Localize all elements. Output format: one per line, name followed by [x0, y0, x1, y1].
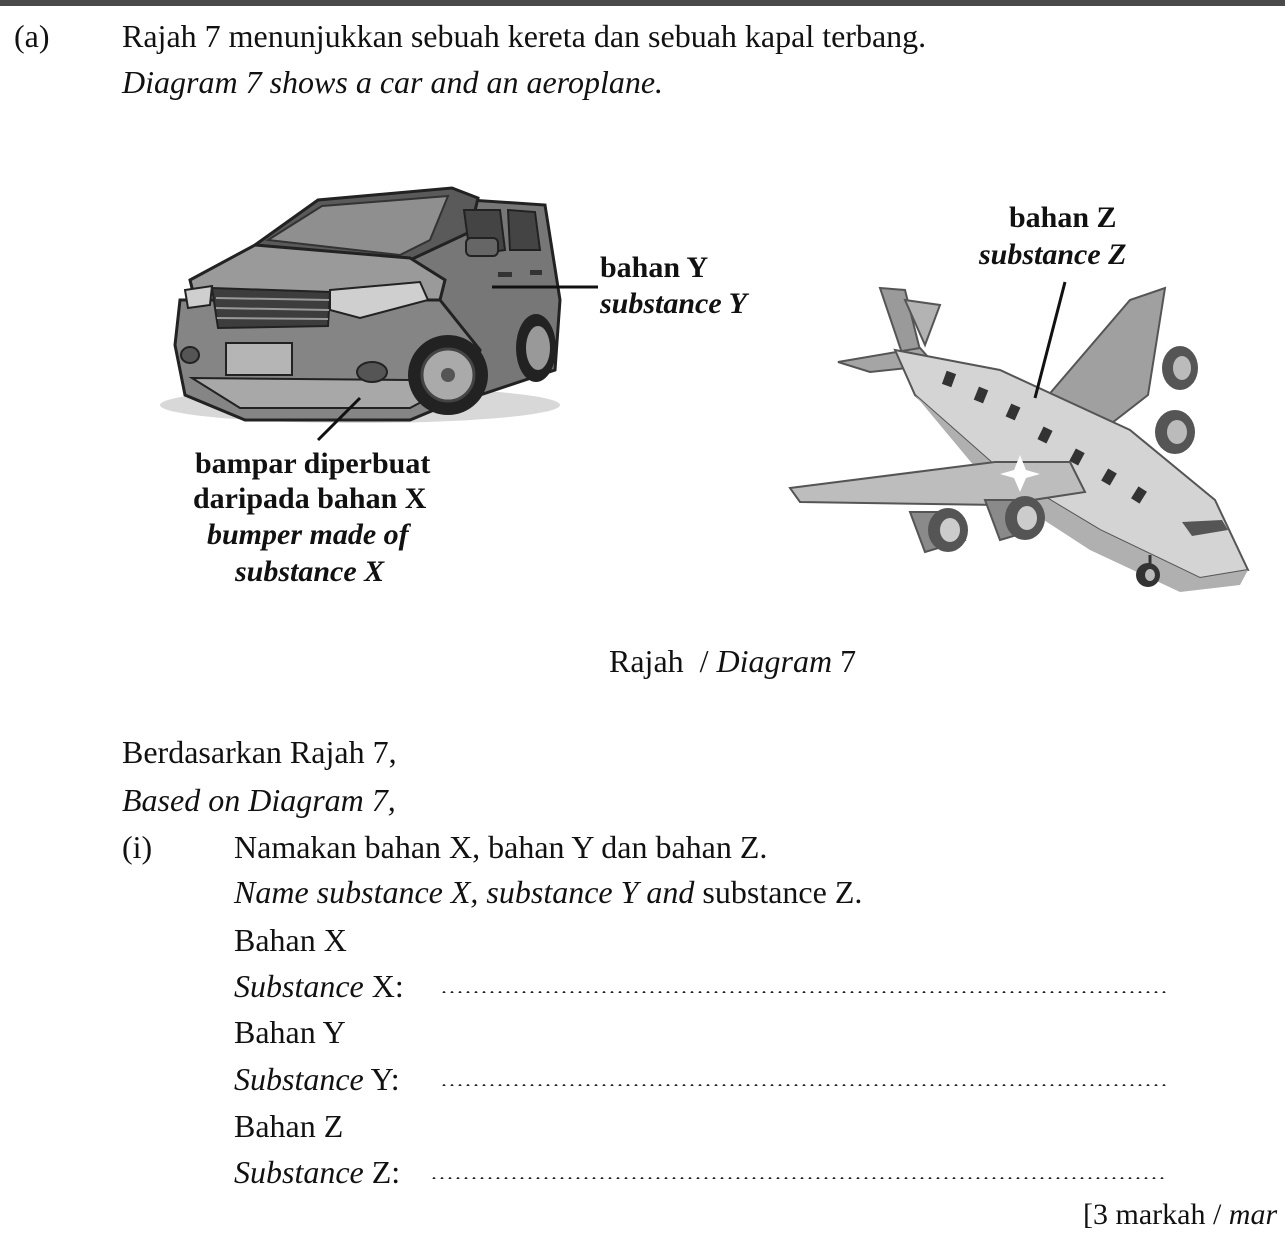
answer-x-english: Substance X:: [234, 967, 404, 1005]
subquestion-english-part-1: Name substance X, substance Y: [234, 874, 647, 910]
marks-label: [3 markah / mar: [1083, 1196, 1277, 1234]
answer-y-english: Substance Y:: [234, 1060, 400, 1098]
label-bumper-english-1: bumper made of: [207, 518, 409, 551]
answer-z-english: Substance Z:: [234, 1153, 400, 1191]
label-bumper-malay-1: bampar diperbuat: [195, 447, 431, 480]
answer-x-malay: Bahan X: [234, 922, 347, 958]
subquestion-malay: Namakan bahan X, bahan Y dan bahan Z.: [234, 829, 768, 865]
answer-y-english-letter: Y:: [363, 1061, 400, 1097]
intro-malay: Rajah 7 menunjukkan sebuah kereta dan se…: [122, 18, 927, 54]
intro-english: Diagram 7 shows a car and an aeroplane.: [122, 64, 664, 100]
caption-separator: /: [699, 643, 709, 679]
answer-y-blank[interactable]: [440, 1084, 1166, 1086]
car-illustration: [160, 186, 562, 423]
answer-y-malay: Bahan Y: [234, 1014, 346, 1050]
label-bumper-english-2: substance X: [235, 555, 385, 588]
part-label: (a): [14, 18, 50, 54]
caption-english: Diagram: [716, 643, 833, 679]
answer-y-english-word: Substance: [234, 1061, 364, 1097]
label-substance-z-english: substance Z: [979, 238, 1127, 271]
top-border: [0, 0, 1285, 6]
based-on-malay: Berdasarkan Rajah 7,: [122, 734, 397, 770]
label-substance-z-malay: bahan Z: [1009, 201, 1117, 234]
label-substance-y-english: substance Y: [600, 287, 747, 320]
subquestion-english-and: and: [646, 874, 695, 910]
label-substance-y-malay: bahan Y: [600, 251, 709, 284]
answer-x-blank[interactable]: [440, 991, 1166, 993]
caption-malay: Rajah: [609, 643, 684, 679]
based-on-english: Based on Diagram 7,: [122, 782, 396, 818]
answer-z-english-word: Substance: [234, 1154, 364, 1190]
label-bumper-malay-2: daripada bahan X: [193, 482, 427, 515]
diagram-7-figure: [160, 186, 1250, 592]
subquestion-english: Name substance X, substance Y and substa…: [234, 873, 862, 911]
answer-z-blank[interactable]: [430, 1177, 1164, 1179]
subquestion-label: (i): [122, 829, 153, 865]
subquestion-english-part-2: substance Z.: [694, 874, 863, 910]
answer-x-english-letter: X:: [363, 968, 404, 1004]
marks-english: mar: [1221, 1198, 1278, 1231]
leader-line-bumper-x: [316, 396, 362, 442]
aeroplane-illustration: [788, 286, 1250, 592]
diagram-caption: Rajah / Diagram 7: [609, 642, 856, 680]
answer-z-malay: Bahan Z: [234, 1108, 344, 1144]
marks-malay: [3 markah /: [1083, 1198, 1222, 1231]
answer-z-english-letter: Z:: [363, 1154, 401, 1190]
caption-number: 7: [840, 643, 857, 679]
answer-x-english-word: Substance: [234, 968, 364, 1004]
leader-line-substance-z: [1033, 281, 1067, 399]
